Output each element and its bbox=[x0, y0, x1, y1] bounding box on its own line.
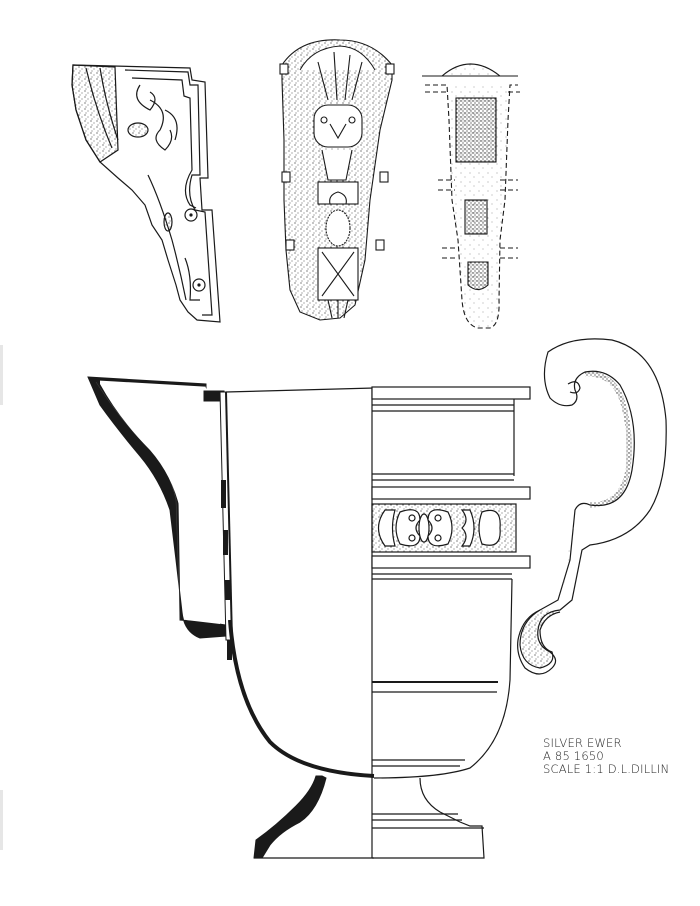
caption-catalog: A 85 1650 bbox=[543, 749, 604, 763]
caption-title: SILVER EWER bbox=[543, 736, 622, 750]
ewer-handle bbox=[517, 338, 667, 675]
spout-back-detail bbox=[422, 63, 520, 329]
drawing-caption: SILVER EWER A 85 1650 SCALE 1:1 D.L.DILL… bbox=[543, 737, 669, 776]
edge-mark-bottom bbox=[0, 790, 3, 850]
spout-side-detail bbox=[71, 64, 221, 323]
caption-scale-author: SCALE 1:1 D.L.DILLIN bbox=[543, 762, 670, 776]
ewer-elevation bbox=[371, 386, 531, 859]
edge-mark-top bbox=[0, 345, 3, 405]
ewer-section bbox=[87, 376, 375, 859]
spout-front-detail bbox=[279, 39, 395, 321]
